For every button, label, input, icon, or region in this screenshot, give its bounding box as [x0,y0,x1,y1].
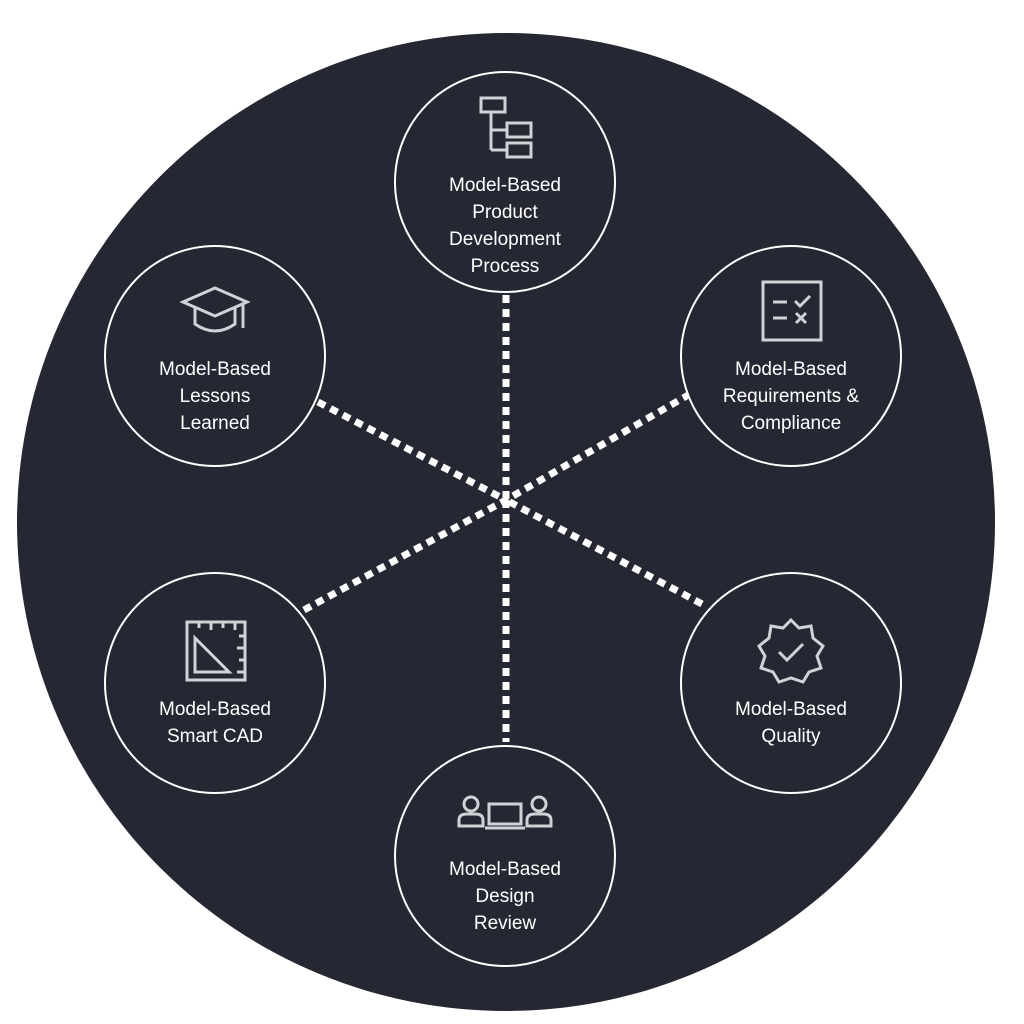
design-review-icon [455,776,555,848]
node-label: Model-Based Quality [735,699,847,747]
node-design-review: Model-Based Design Review [394,745,616,967]
node-smart-cad: Model-Based Smart CAD [104,572,326,794]
node-label: Model-Based Product Development Process [449,175,561,277]
node-lessons-learned: Model-Based Lessons Learned [104,245,326,467]
node-requirements-compliance: Model-Based Requirements & Compliance [680,245,902,467]
graduation-cap-icon [179,276,251,348]
hierarchy-tree-icon [469,92,541,164]
node-label: Model-Based Lessons Learned [159,358,271,434]
checklist-icon [755,276,827,348]
connector-lower-left [302,496,508,614]
connector-lower-right [504,496,704,608]
node-label: Model-Based Design Review [449,858,561,934]
connector-upper-right [504,390,692,504]
node-quality: Model-Based Quality [680,572,902,794]
node-product-development: Model-Based Product Development Process [394,71,616,293]
triangle-ruler-icon [179,616,251,688]
node-label: Model-Based Requirements & Compliance [722,358,860,434]
quality-badge-icon [755,616,827,688]
connector-upper-left [316,398,508,504]
node-label: Model-Based Smart CAD [159,699,271,747]
